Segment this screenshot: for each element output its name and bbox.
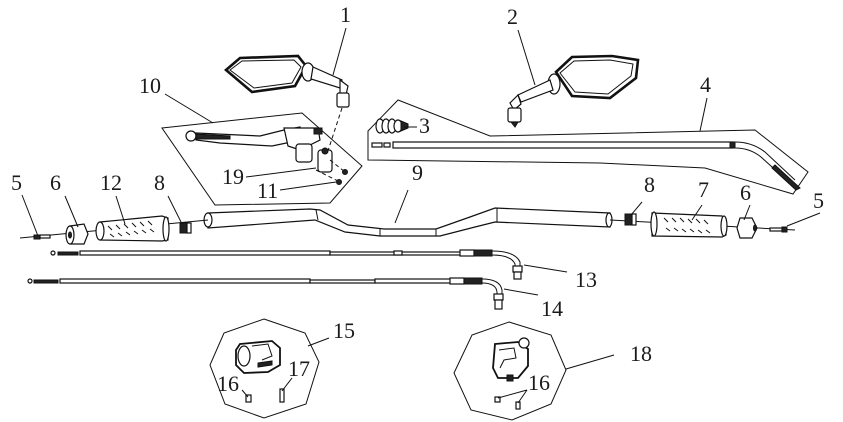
handlebar (203, 207, 613, 237)
grip-collar-right (624, 213, 637, 226)
left-mirror (223, 54, 350, 161)
right-switch-assembly (492, 337, 530, 410)
callout-17: 17 (288, 356, 310, 381)
callout-16-left: 16 (217, 371, 239, 396)
callout-5-left: 5 (11, 170, 22, 195)
right-mirror (507, 54, 640, 128)
callout-19: 19 (222, 164, 244, 189)
callout-14: 14 (541, 296, 563, 321)
callout-8-left: 8 (154, 170, 165, 195)
callout-11: 11 (257, 178, 278, 203)
bar-end-screw-right (769, 226, 788, 233)
left-switch-assembly (235, 340, 285, 403)
callout-12: 12 (100, 170, 122, 195)
callout-18: 18 (630, 341, 652, 366)
cable-boot (375, 118, 409, 134)
group-outline-15 (209, 318, 320, 419)
clutch-lever-assembly (185, 126, 348, 185)
callout-10: 10 (139, 73, 161, 98)
callout-9: 9 (412, 160, 423, 185)
callout-7: 7 (698, 177, 709, 202)
callout-16-right: 16 (528, 370, 550, 395)
throttle-cable-b (27, 277, 539, 310)
callout-4: 4 (700, 72, 711, 97)
right-grip (650, 211, 728, 238)
grip-collar-left (179, 222, 192, 234)
throttle-cable-a (50, 249, 568, 280)
callout-2: 2 (507, 4, 518, 29)
callout-6-right: 6 (740, 180, 751, 205)
bar-end-weight-right (736, 217, 758, 239)
callout-15: 15 (333, 318, 355, 343)
callout-13: 13 (575, 267, 597, 292)
callout-8-right: 8 (644, 172, 655, 197)
callout-3: 3 (419, 113, 430, 138)
bar-end-weight-left (65, 223, 89, 245)
clutch-cable (371, 141, 801, 191)
callout-6-left: 6 (50, 170, 61, 195)
bar-end-screw-left (33, 234, 51, 240)
group-outline-4 (367, 99, 809, 195)
leader-lines (21, 27, 821, 404)
group-outline-18 (453, 321, 567, 421)
callout-5-right: 5 (813, 188, 824, 213)
group-outline-10 (161, 112, 363, 206)
callout-1: 1 (340, 2, 351, 27)
left-grip (95, 215, 170, 242)
